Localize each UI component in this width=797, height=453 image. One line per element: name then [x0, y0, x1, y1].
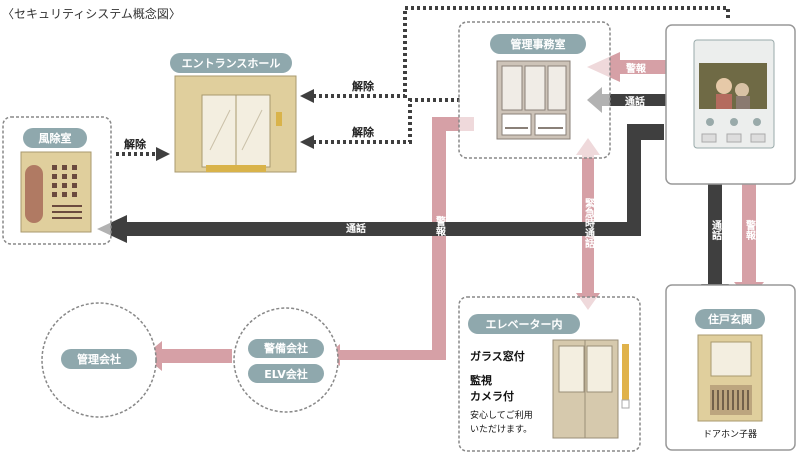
diagram-title: 〈セキュリティシステム概念図〉 [2, 6, 181, 21]
security-pill [248, 339, 324, 358]
mgmt-label: 管理会社 [77, 352, 121, 366]
elevator-note-2: いただけます。 [470, 424, 532, 435]
call-label-door: 通話 [710, 220, 722, 241]
door-label: 住戸玄関 [708, 312, 752, 326]
mgmt-pill [61, 349, 137, 369]
office-pill [490, 34, 586, 54]
office-label: 管理事務室 [511, 37, 566, 51]
doorphone-icon [697, 334, 763, 422]
elv-label: ELV会社 [264, 367, 308, 381]
call-arrow-office [587, 87, 695, 113]
entrance-pill [170, 53, 292, 73]
door-caption: ドアホン子器 [703, 429, 757, 440]
windbreak-pill [23, 128, 87, 148]
entrance-label: エントランスホール [182, 57, 281, 70]
release-arrowhead-mid [300, 135, 314, 149]
call-label-office: 通話 [625, 95, 645, 108]
elevator-door-icon [552, 339, 630, 439]
elevator-pill [468, 314, 580, 334]
release-arrowhead-left [156, 147, 170, 161]
release-label-mid: 解除 [352, 125, 375, 139]
elevator-glass: ガラス窓付 [470, 349, 525, 363]
windbreak-label: 風除室 [39, 131, 72, 145]
release-arrowhead-top [300, 89, 314, 103]
release-route-top [312, 6, 730, 98]
alarm-route-security [327, 117, 474, 366]
security-label: 警備会社 [263, 341, 308, 355]
elv-pill [248, 364, 324, 383]
office-equipment-icon [496, 60, 571, 140]
alarm-label-vertical: 警報 [434, 215, 447, 237]
release-label-left: 解除 [124, 137, 147, 151]
elevator-label: エレベーター内 [486, 317, 563, 331]
emergency-call-label: 緊急時通話 [583, 198, 595, 249]
elevator-monitor: 監視 [470, 373, 492, 387]
release-route-mid [312, 98, 460, 144]
alarm-label-office: 警報 [625, 62, 647, 75]
elevator-camera: カメラ付 [470, 389, 514, 403]
alarm-arrow-mgmt [144, 341, 232, 371]
entrance-door-icon [174, 75, 297, 173]
entrance-panel-icon [20, 151, 92, 233]
call-route-windbreak [97, 124, 664, 243]
release-label-top: 解除 [352, 79, 375, 93]
alarm-label-door: 警報 [744, 219, 757, 241]
alarm-arrow-office [587, 52, 694, 82]
alarm-arrow-door [734, 158, 764, 300]
door-pill [695, 309, 765, 329]
intercom-monitor-icon [693, 39, 775, 149]
security-circle [233, 307, 339, 413]
call-label-main: 通話 [346, 222, 366, 235]
call-arrow-door [701, 158, 729, 300]
elevator-note-1: 安心してご利用 [470, 409, 533, 421]
